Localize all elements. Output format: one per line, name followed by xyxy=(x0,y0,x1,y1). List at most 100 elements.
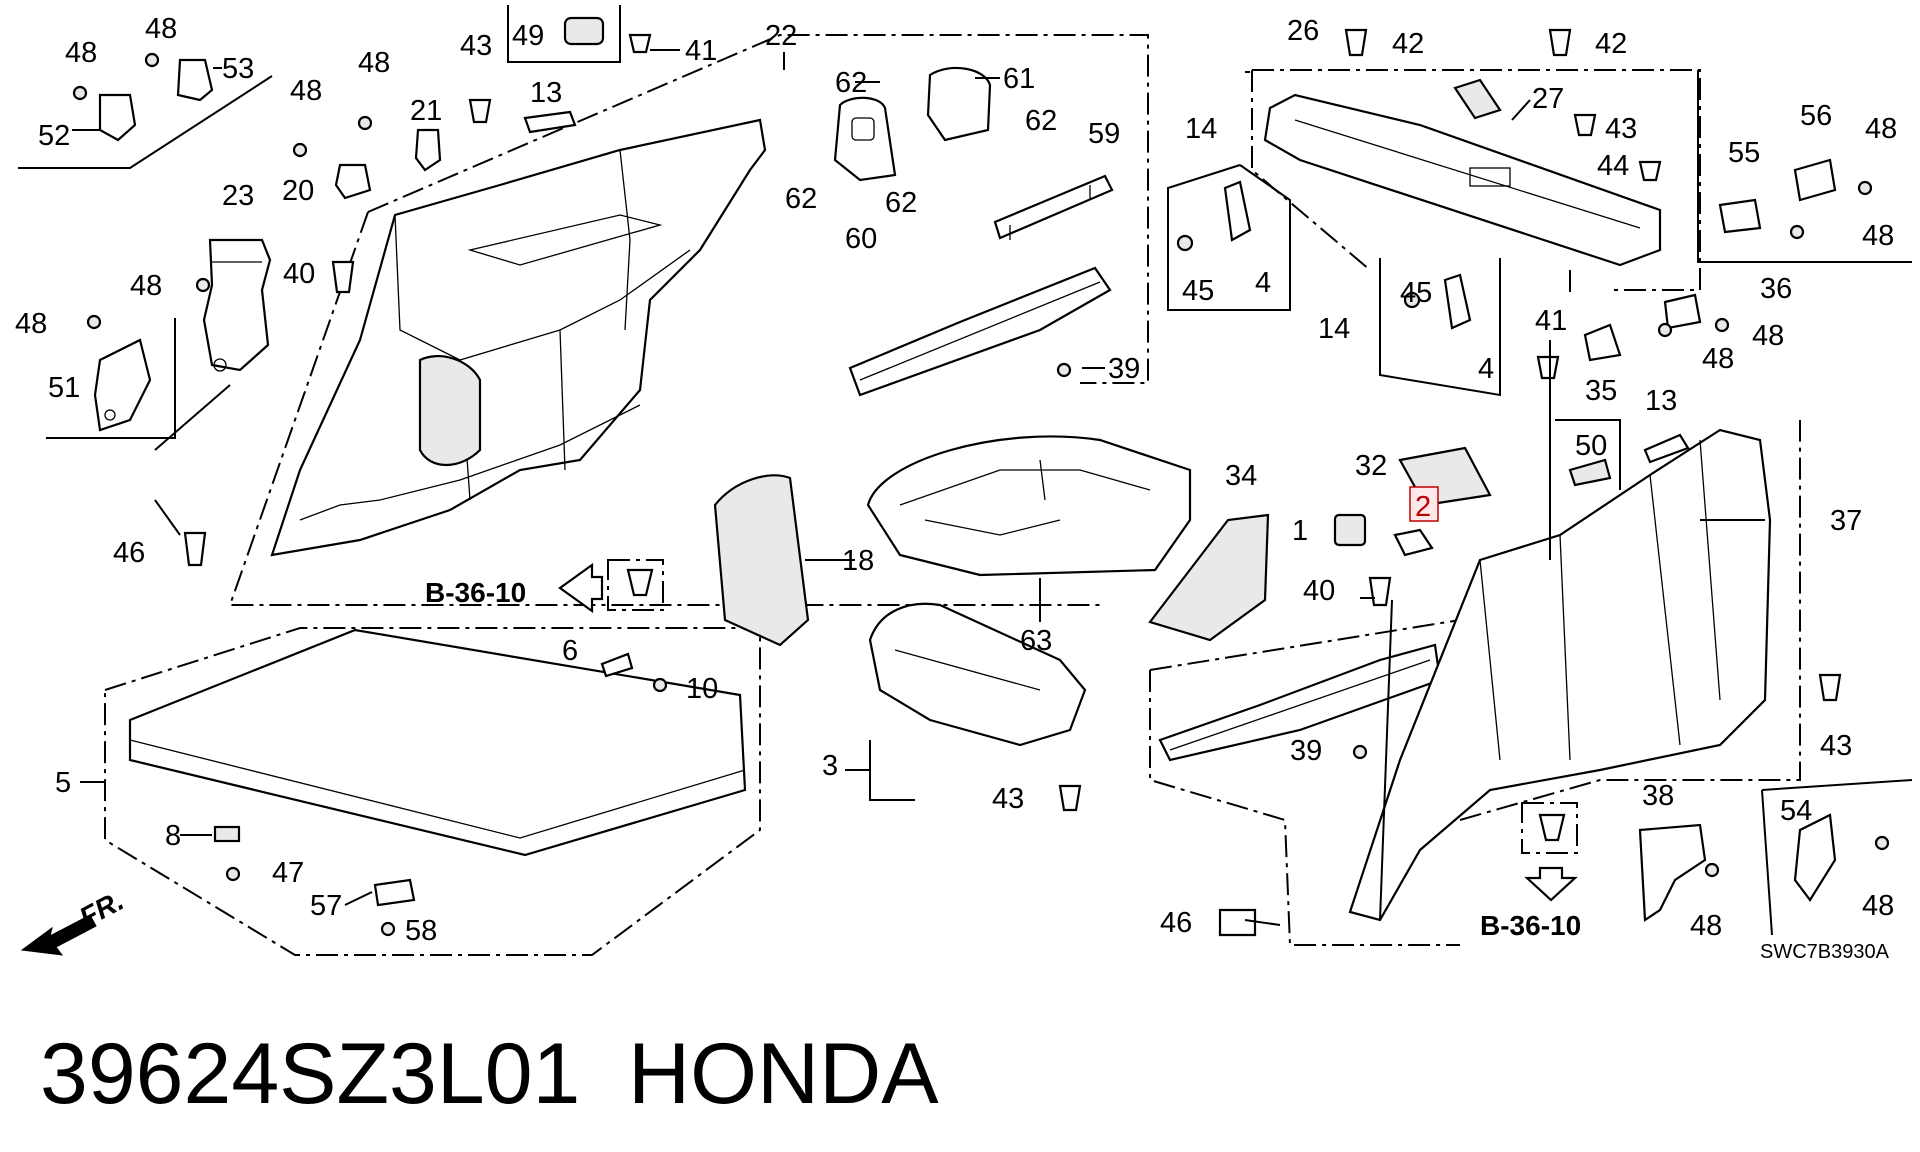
callout-36: 36 xyxy=(1760,273,1792,305)
part-18 xyxy=(713,474,810,647)
part-50-13-right xyxy=(1568,433,1690,487)
callout-40: 40 xyxy=(1303,575,1335,607)
callout-40: 40 xyxy=(283,258,315,290)
callout-50: 50 xyxy=(1575,430,1607,462)
part-38-bracket xyxy=(1638,823,1707,922)
callout-48: 48 xyxy=(1862,890,1894,922)
callout-1: 1 xyxy=(1292,515,1308,547)
callout-13: 13 xyxy=(1645,385,1677,417)
callout-48: 48 xyxy=(358,47,390,79)
callout-48: 48 xyxy=(145,13,177,45)
callout-23: 23 xyxy=(222,180,254,212)
reference-arrows xyxy=(558,562,1578,902)
callout-42: 42 xyxy=(1595,28,1627,60)
callout-43: 43 xyxy=(992,783,1024,815)
callout-48: 48 xyxy=(15,308,47,340)
part-23-bracket xyxy=(202,238,272,372)
callout-49: 49 xyxy=(512,20,544,52)
callout-4: 4 xyxy=(1255,267,1271,299)
callout-38: 38 xyxy=(1642,780,1674,812)
callout-41: 41 xyxy=(685,35,717,67)
callout-61: 61 xyxy=(1003,63,1035,95)
callout-14: 14 xyxy=(1318,313,1350,345)
callout-59: 59 xyxy=(1088,118,1120,150)
reference-code-right: B-36-10 xyxy=(1480,910,1581,941)
callout-39: 39 xyxy=(1290,735,1322,767)
callout-54: 54 xyxy=(1780,795,1812,827)
callout-41: 41 xyxy=(1535,305,1567,337)
part-5-luggage-board xyxy=(128,628,747,857)
callout-42: 42 xyxy=(1392,28,1424,60)
callout-45: 45 xyxy=(1400,277,1432,309)
callout-62: 62 xyxy=(835,67,867,99)
callout-62: 62 xyxy=(885,187,917,219)
callout-51: 51 xyxy=(48,372,80,404)
callout-labels: 48 48 53 52 48 20 48 21 43 13 49 41 22 6… xyxy=(15,13,1897,947)
callout-34: 34 xyxy=(1225,460,1257,492)
clip-detail-boxes xyxy=(607,559,1578,854)
callout-22: 22 xyxy=(765,20,797,52)
part-27 xyxy=(1453,78,1502,120)
fasteners xyxy=(72,28,1890,937)
part-20-21-clips xyxy=(334,128,442,200)
part-54-bracket xyxy=(1793,813,1837,902)
part-55-56 xyxy=(1718,158,1837,234)
callout-37: 37 xyxy=(1830,505,1862,537)
part-52-53-clips xyxy=(98,58,214,142)
callout-27: 27 xyxy=(1532,83,1564,115)
part-14-brackets xyxy=(1223,180,1472,330)
callout-47: 47 xyxy=(272,857,304,889)
part-number: 39624SZ3L01 xyxy=(40,1026,580,1122)
callout-18: 18 xyxy=(842,545,874,577)
callout-39: 39 xyxy=(1108,353,1140,385)
callout-5: 5 xyxy=(55,767,71,799)
callout-26: 26 xyxy=(1287,15,1319,47)
callout-35: 35 xyxy=(1585,375,1617,407)
callout-6: 6 xyxy=(562,635,578,667)
part-35-36 xyxy=(1583,293,1702,362)
callout-21: 21 xyxy=(410,95,442,127)
leader-lines xyxy=(72,49,1765,926)
part-1-2 xyxy=(1333,513,1434,557)
group-outlines xyxy=(104,34,1801,956)
callout-56: 56 xyxy=(1800,100,1832,132)
callout-48: 48 xyxy=(1865,113,1897,145)
callout-13: 13 xyxy=(530,77,562,109)
reference-code-left: B-36-10 xyxy=(425,577,526,608)
callout-48: 48 xyxy=(65,37,97,69)
part-6-8-57 xyxy=(213,652,634,907)
callout-4: 4 xyxy=(1478,353,1494,385)
callout-43: 43 xyxy=(1605,113,1637,145)
callout-58: 58 xyxy=(405,915,437,947)
callout-55: 55 xyxy=(1728,137,1760,169)
part-22-side-trim xyxy=(270,118,767,557)
callout-62: 62 xyxy=(785,183,817,215)
callout-48: 48 xyxy=(1862,220,1894,252)
callout-8: 8 xyxy=(165,820,181,852)
callout-46: 46 xyxy=(1160,907,1192,939)
callout-62: 62 xyxy=(1025,105,1057,137)
callout-53: 53 xyxy=(222,53,254,85)
part-3-spare-well xyxy=(868,602,1087,747)
callout-14: 14 xyxy=(1185,113,1217,145)
callout-32: 32 xyxy=(1355,450,1387,482)
brand-name: HONDA xyxy=(628,1026,939,1122)
part-26-rear-panel xyxy=(1263,93,1662,267)
callout-48: 48 xyxy=(1690,910,1722,942)
callout-10: 10 xyxy=(686,673,718,705)
part-59 xyxy=(993,174,1114,240)
part-63-tray xyxy=(866,435,1192,577)
callout-43: 43 xyxy=(460,30,492,62)
part-13-clip xyxy=(523,110,577,134)
callout-46: 46 xyxy=(113,537,145,569)
part-51-bracket xyxy=(93,338,152,432)
front-direction-arrow xyxy=(20,914,97,956)
callout-44: 44 xyxy=(1597,150,1629,182)
part-60-61 xyxy=(833,66,992,182)
part-49-clip xyxy=(563,16,605,46)
part-floor-duct xyxy=(848,266,1112,397)
callout-52: 52 xyxy=(38,120,70,152)
callout-45: 45 xyxy=(1182,275,1214,307)
callout-63: 63 xyxy=(1020,625,1052,657)
